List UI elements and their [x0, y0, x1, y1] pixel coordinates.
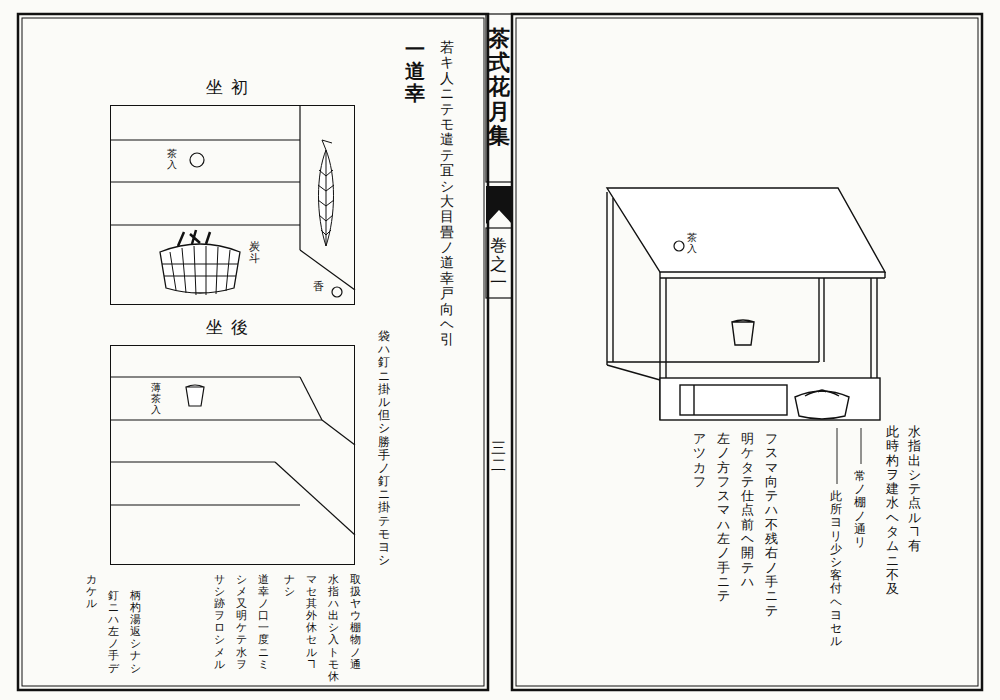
item-label: 炭斗: [249, 241, 260, 265]
text-column: 釘ニハ左ノ手デ: [108, 590, 119, 675]
page-frame: [516, 18, 978, 686]
text-column: 左ノ方フスマハ左ノ手ニテ: [717, 432, 730, 604]
room-lines: [110, 377, 355, 535]
item-label: 薄茶入: [151, 382, 161, 415]
room-heading: 後坐: [206, 318, 256, 337]
charcoal-basket: [160, 230, 240, 295]
text-column: ナシ: [284, 574, 295, 598]
title-box: [486, 14, 512, 182]
section-heading: 一 道幸: [405, 38, 425, 104]
page-frame: [22, 18, 484, 686]
text-column: 水指出シテ点ルヿ有: [908, 425, 921, 554]
book-title: 茶式花月集: [488, 26, 510, 147]
room-plan: 後坐薄茶入: [110, 345, 355, 565]
room-plan: 初坐茶入炭斗香: [110, 105, 355, 305]
page-frame: [512, 14, 982, 690]
text-column: カケル: [86, 574, 97, 610]
fishtail-mark: [486, 186, 512, 224]
text-column: 取扱ヤウ棚物ノ通: [350, 574, 361, 671]
tea-caddy: [190, 153, 204, 167]
text-column: 此時杓ヲ建水ヘタムニ不及: [886, 425, 899, 597]
text-column: 此所ヨリ少シ客付ヘヨセル: [830, 490, 842, 648]
feather-brush: [318, 140, 334, 246]
item-label: 茶入: [167, 148, 177, 170]
text-column: 明ケタテ仕点前ヘ開テハ: [741, 432, 754, 589]
incense-case: [332, 287, 342, 297]
tea-caddy: [674, 241, 684, 251]
text-column: 常ノ棚ノ通リ: [854, 470, 866, 549]
volume-label: 巻之一: [490, 236, 507, 292]
item-label: 茶入: [687, 232, 697, 254]
page-frame: [18, 14, 488, 690]
text-column: サシ跡ヲロシメル: [214, 574, 225, 671]
text-column: シメ又明ケテ水ヲ: [236, 574, 247, 671]
page-number: 三二: [491, 440, 506, 473]
item-label: 香: [313, 281, 324, 293]
room-heading: 初坐: [206, 78, 256, 97]
text-column: 水指ハ出シ入トモ休: [328, 574, 339, 683]
text-column: フスマ向テハ不残右ノ手ニテ: [765, 432, 778, 618]
text-column: 若キ人ニテモ遣テ冝シ大目畳ノ道幸戸向ヘ引: [440, 40, 454, 348]
volume-box: [486, 228, 512, 298]
text-column: 道幸ノ口一度ニミ: [258, 574, 269, 671]
text-column: アツカフ: [693, 432, 706, 489]
text-column: 柄杓湯返シナシ: [130, 590, 141, 675]
text-column: マセ其外休セルヿ: [306, 574, 317, 671]
tea-shelf: [607, 188, 885, 420]
text-column: 袋ハ釘ニ掛ル但シ勝手ノ釘ニ掛テモヨシ: [378, 330, 390, 567]
thin-tea-container: [186, 385, 204, 406]
